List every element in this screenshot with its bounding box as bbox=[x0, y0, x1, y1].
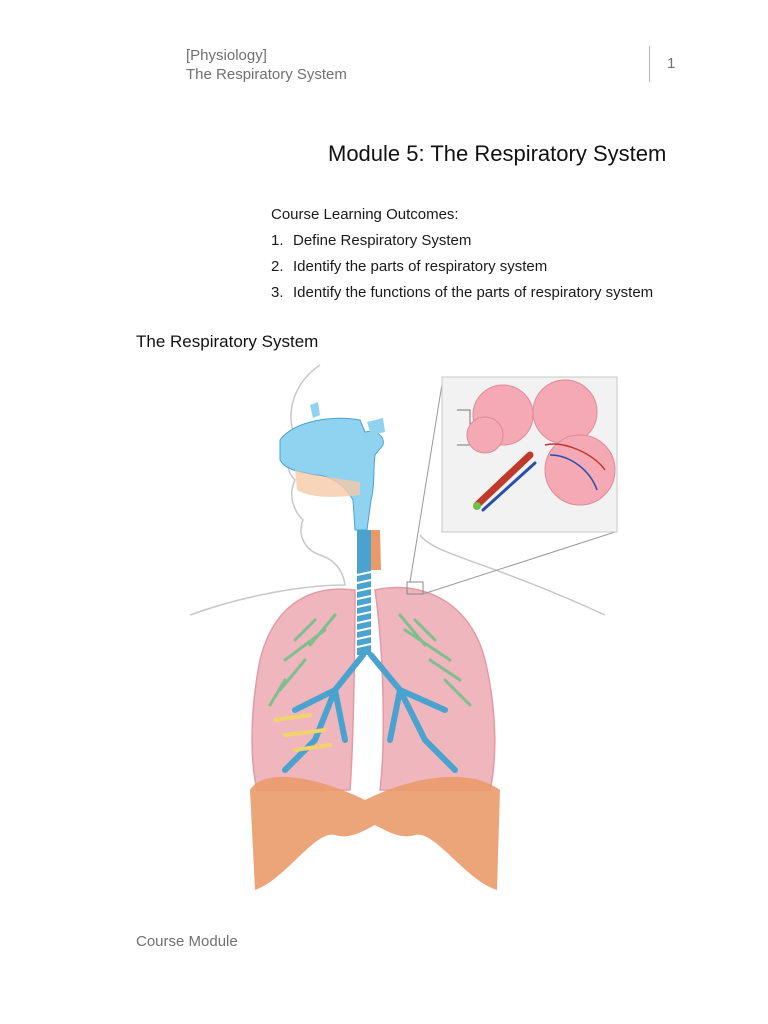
alveoli-inset bbox=[441, 376, 618, 533]
header-subject: [Physiology] bbox=[186, 47, 267, 64]
diaphragm bbox=[250, 776, 500, 890]
page-title: Module 5: The Respiratory System bbox=[328, 141, 667, 166]
respiratory-system-diagram bbox=[189, 364, 618, 890]
page-number: 1 bbox=[667, 55, 676, 72]
sinus bbox=[367, 418, 385, 435]
outcome-text: Identify the parts of respiratory system bbox=[293, 258, 548, 275]
trachea bbox=[357, 530, 371, 655]
magnify-line bbox=[409, 377, 444, 583]
esophagus bbox=[370, 530, 381, 570]
magnify-box bbox=[406, 581, 424, 595]
outcome-item: 2. Identify the parts of respiratory sys… bbox=[271, 254, 653, 280]
outcomes-intro: Course Learning Outcomes: bbox=[271, 206, 459, 223]
outcome-item: 3. Identify the functions of the parts o… bbox=[271, 280, 653, 306]
page-header: [Physiology] The Respiratory System bbox=[186, 46, 347, 84]
oral-cavity bbox=[295, 470, 360, 497]
outcome-text: Identify the functions of the parts of r… bbox=[293, 284, 654, 301]
outcome-text: Define Respiratory System bbox=[293, 232, 472, 249]
outcome-number: 1. bbox=[271, 232, 284, 249]
nasal-bone bbox=[310, 402, 320, 418]
header-divider bbox=[649, 46, 650, 82]
header-topic: The Respiratory System bbox=[186, 66, 347, 83]
outcome-item: 1. Define Respiratory System bbox=[271, 228, 653, 254]
outcome-number: 2. bbox=[271, 258, 284, 275]
right-lung bbox=[251, 588, 356, 791]
outcome-number: 3. bbox=[271, 284, 284, 301]
footer-label: Course Module bbox=[136, 933, 238, 950]
magnify-line bbox=[422, 531, 616, 595]
shoulder-outline bbox=[419, 534, 606, 616]
bronchi bbox=[268, 613, 472, 773]
section-heading: The Respiratory System bbox=[136, 332, 319, 351]
trachea-rings bbox=[356, 571, 372, 648]
learning-outcomes: Course Learning Outcomes: 1. Define Resp… bbox=[271, 202, 653, 306]
left-lung bbox=[374, 586, 496, 791]
